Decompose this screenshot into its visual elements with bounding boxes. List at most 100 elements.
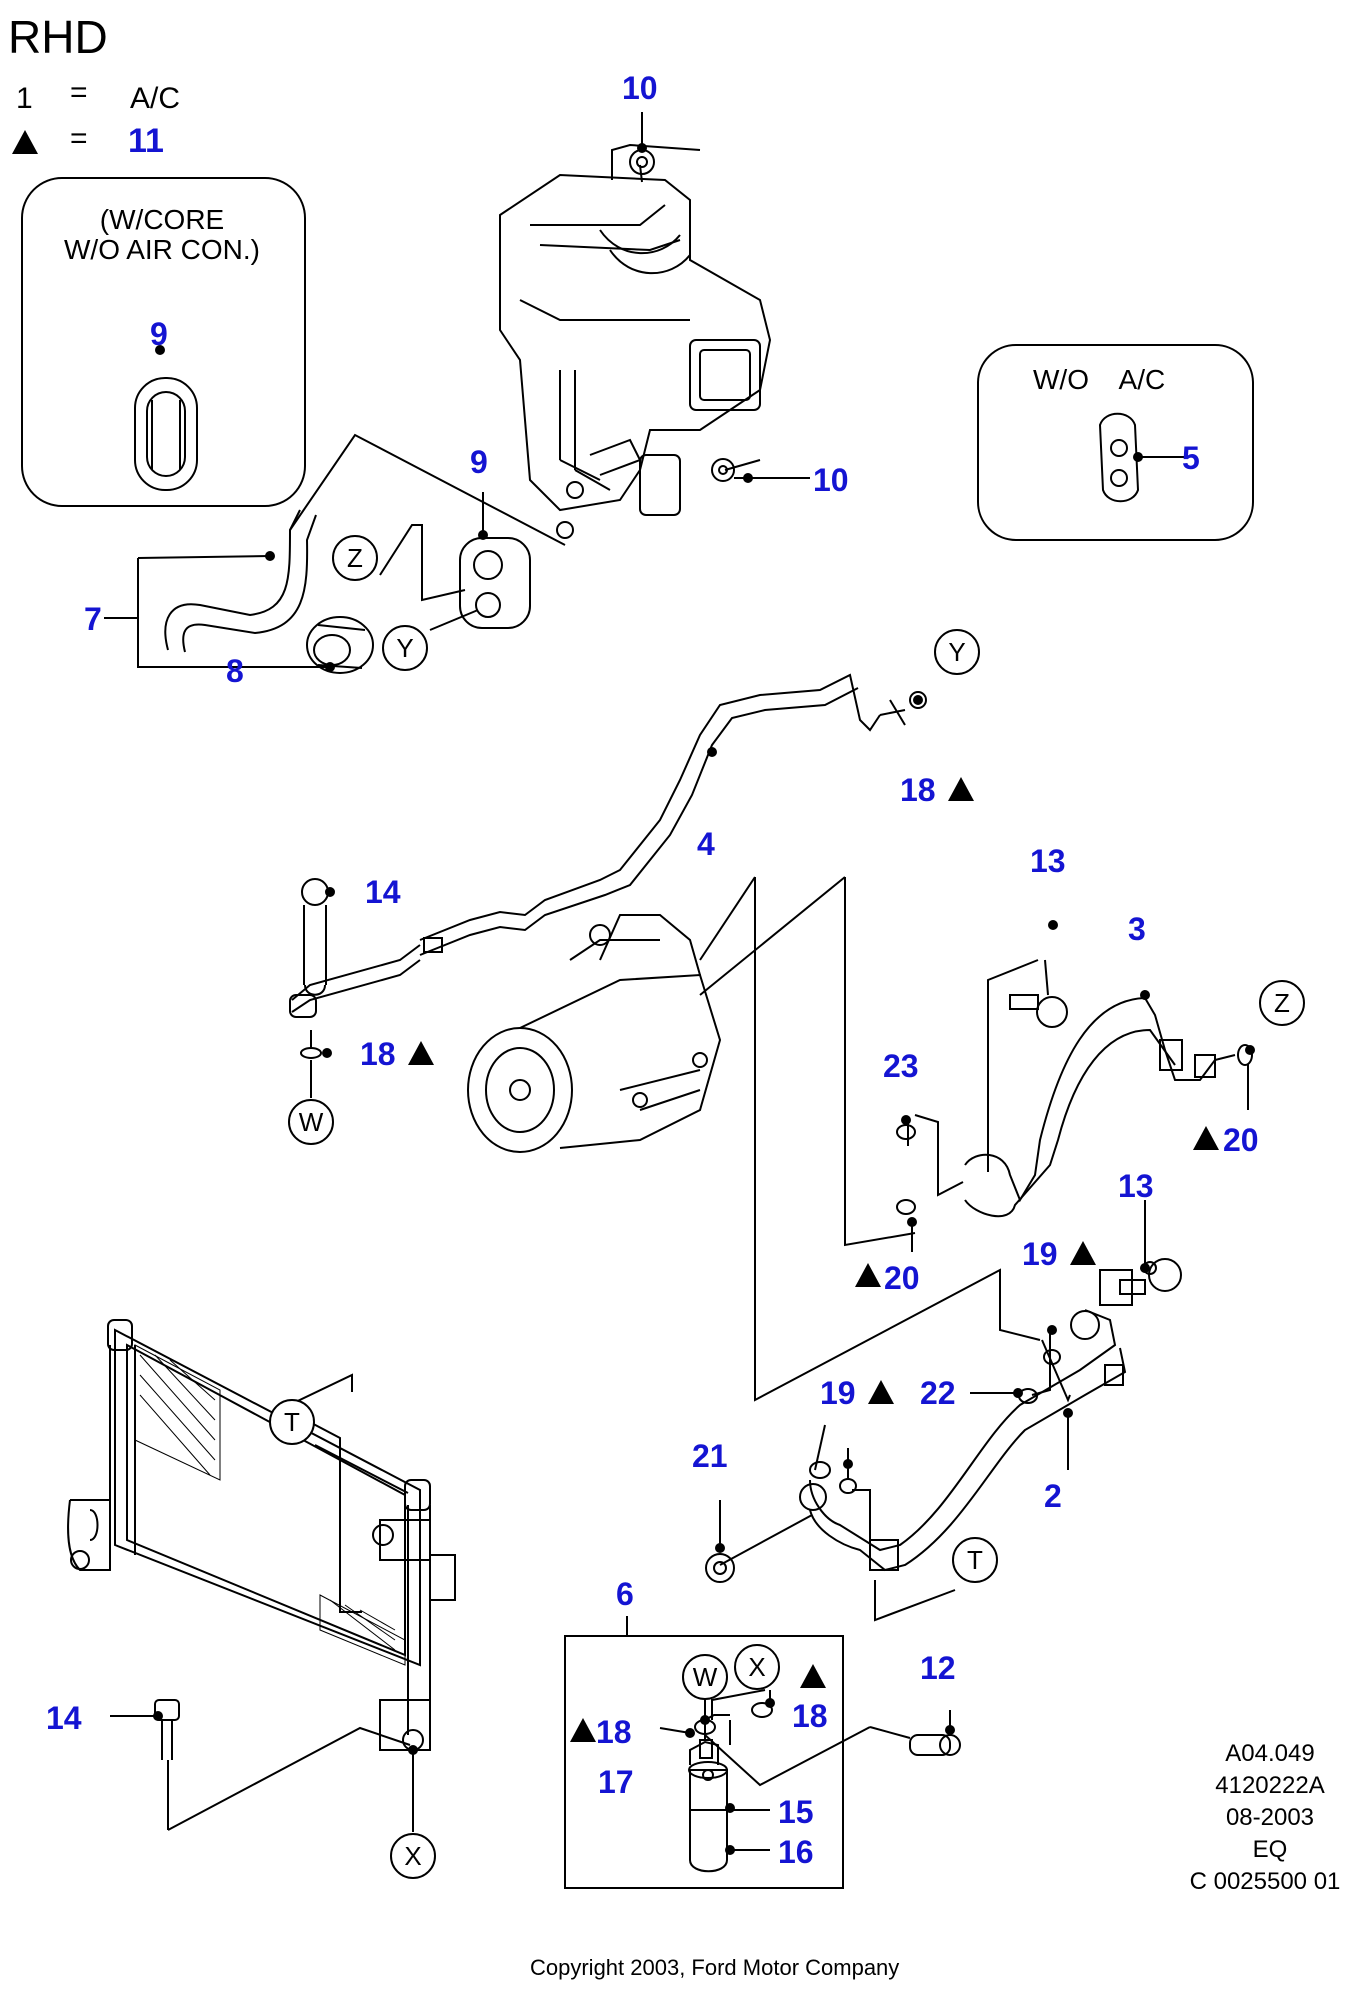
receiver-drier-box <box>564 1635 844 1889</box>
connector-z-upper-circle <box>332 535 378 581</box>
part-8: 8 <box>226 653 244 689</box>
page-title: RHD <box>8 11 108 63</box>
connector-w-box-circle <box>682 1654 728 1700</box>
legend-equals-2: = <box>70 122 88 155</box>
bolt-13-upper <box>1036 996 1068 1028</box>
leader-23 <box>914 1114 964 1197</box>
leader-19-upper <box>1031 1332 1051 1396</box>
part-5: 5 <box>1182 440 1200 476</box>
leader-z-to-seal <box>379 524 466 602</box>
connector-x-box: X <box>748 1652 766 1682</box>
part-18-box-left-triangle-icon <box>570 1718 596 1742</box>
part-18-upper-triangle-icon <box>948 777 974 801</box>
condenser-drawing <box>67 1319 456 1751</box>
connector-y-right-circle <box>934 629 980 675</box>
part-10-top: 10 <box>622 70 658 106</box>
part-18-upper: 18 <box>900 772 936 808</box>
connector-t-upper-circle <box>269 1399 315 1445</box>
part-7: 7 <box>84 601 102 637</box>
connector-t-lower-circle <box>952 1537 998 1583</box>
connector-y-right: Y <box>948 637 966 667</box>
part-18-box-left: 18 <box>596 1714 632 1750</box>
part-19-upper: 19 <box>1022 1236 1058 1272</box>
heater-unit-drawing <box>499 143 772 539</box>
part-18-box-right-triangle-icon <box>800 1664 826 1688</box>
legend-equals-1: = <box>70 76 88 109</box>
part-21: 21 <box>692 1438 728 1474</box>
part-15: 15 <box>778 1794 814 1830</box>
connector-z-right: Z <box>1274 988 1290 1018</box>
connector-z-upper: Z <box>347 543 363 573</box>
nut-21 <box>705 1553 735 1583</box>
liquid-line-2 <box>809 1258 1182 1572</box>
connector-x-box-circle <box>734 1644 780 1690</box>
legend-value-ac: A/C <box>130 82 181 115</box>
compressor-drawing <box>467 876 846 1153</box>
part-20-lower: 20 <box>884 1260 920 1296</box>
wo-ac-note: W/O A/C <box>1033 364 1166 395</box>
connector-z-right-circle <box>1259 980 1305 1026</box>
seal-9-box <box>134 377 198 491</box>
part-20-lower-triangle-icon <box>855 1263 881 1287</box>
bolt-14-lower <box>154 1699 180 1721</box>
ref-line5: C 0025500 01 <box>1189 1868 1341 1895</box>
suction-line-4 <box>419 673 927 956</box>
part-23: 23 <box>883 1048 919 1084</box>
core-box-note-line2: W/O AIR CON.) <box>64 234 260 265</box>
core-box-note-line1: (W/CORE <box>99 204 225 235</box>
part-3: 3 <box>1128 911 1146 947</box>
connector-w-box: W <box>692 1662 718 1692</box>
part-2: 2 <box>1044 1478 1062 1514</box>
connector-y-upper: Y <box>396 633 414 663</box>
heater-hose-7 <box>164 433 566 653</box>
connector-t-upper: T <box>284 1407 300 1437</box>
copyright-notice: Copyright 2003, Ford Motor Company <box>530 1955 900 1980</box>
part-17: 17 <box>598 1764 634 1800</box>
grommet-8 <box>306 616 374 674</box>
part-13-upper: 13 <box>1030 843 1066 879</box>
part-18-box-right: 18 <box>792 1698 828 1734</box>
part-19-lower: 19 <box>820 1375 856 1411</box>
part-14-lower: 14 <box>46 1700 82 1736</box>
part-16: 16 <box>778 1834 814 1870</box>
connector-w-left-circle <box>288 1099 334 1145</box>
part-20-right-triangle-icon <box>1193 1126 1219 1150</box>
leader-t-lower <box>874 1580 956 1622</box>
part-20-right: 20 <box>1223 1122 1259 1158</box>
leader-7-8 <box>104 555 330 668</box>
leader-bolt-13 <box>987 959 1039 1172</box>
part-14-upper: 14 <box>365 874 401 910</box>
legend-triangle-icon <box>12 130 38 154</box>
part-4: 4 <box>697 826 715 862</box>
connector-x-lower: X <box>404 1841 422 1871</box>
part-10-right: 10 <box>813 462 849 498</box>
part-18-left: 18 <box>360 1036 396 1072</box>
part-9-main: 9 <box>470 444 488 480</box>
part-12: 12 <box>920 1650 956 1686</box>
bolt-12 <box>909 1734 951 1756</box>
connector-w-left: W <box>298 1107 324 1137</box>
legend-value-11: 11 <box>128 122 164 160</box>
part-19-upper-triangle-icon <box>1070 1241 1096 1265</box>
connector-t-lower: T <box>967 1545 983 1575</box>
wo-ac-box <box>977 344 1254 541</box>
receiver-drier-drawing <box>688 1714 730 1873</box>
ref-line2: 4120222A <box>1215 1772 1325 1799</box>
part-19-lower-triangle-icon <box>868 1380 894 1404</box>
seal-9-main <box>459 537 531 629</box>
ref-line3: 08-2003 <box>1225 1804 1315 1831</box>
ref-line4: EQ <box>1252 1836 1288 1863</box>
ref-line1: A04.049 <box>1225 1740 1315 1767</box>
part-6: 6 <box>616 1576 634 1612</box>
connector-y-upper-circle <box>382 625 428 671</box>
nut-10-top <box>629 149 655 175</box>
nut-10-right <box>711 458 735 482</box>
part-13-lower: 13 <box>1118 1168 1154 1204</box>
part-9-box: 9 <box>150 316 168 352</box>
part-18-left-triangle-icon <box>408 1041 434 1065</box>
liquid-line-3 <box>964 996 1253 1218</box>
grommet-plate-5 <box>1098 412 1140 503</box>
part-22: 22 <box>920 1375 956 1411</box>
